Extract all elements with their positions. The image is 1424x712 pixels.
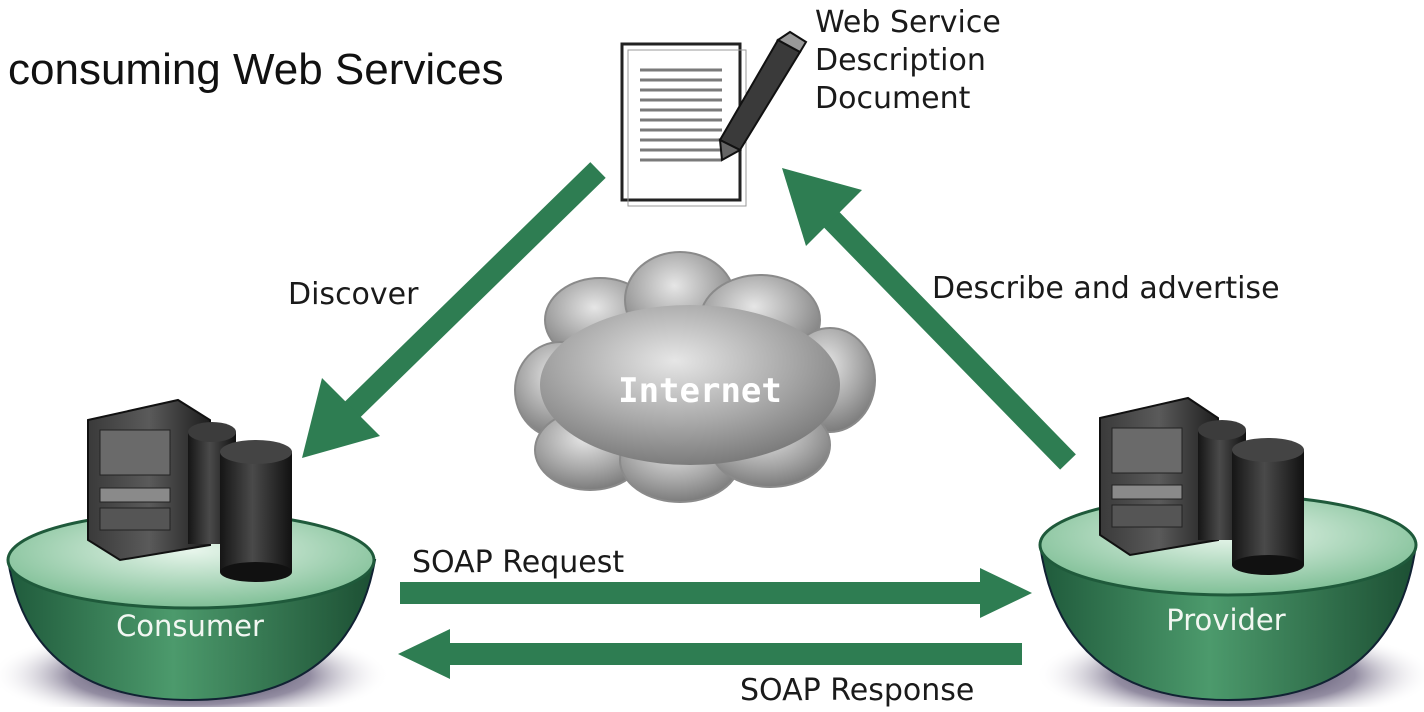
server-icon — [87, 398, 211, 562]
provider-node: Provider — [1035, 396, 1424, 712]
consumer-node: Consumer — [0, 398, 390, 712]
page-title: consuming Web Services — [8, 45, 504, 94]
doc-label-line-2: Description — [815, 43, 986, 78]
internet-cloud: Internet — [514, 251, 876, 503]
discover-label: Discover — [288, 277, 419, 312]
doc-label-line-1: Web Service — [815, 5, 1001, 40]
internet-label: Internet — [618, 371, 782, 411]
database-icon — [188, 422, 292, 582]
pen-icon — [718, 30, 808, 162]
discover-arrow — [302, 162, 606, 458]
soap-response-label: SOAP Response — [740, 673, 974, 707]
document-icon — [620, 42, 747, 207]
soap-request-label: SOAP Request — [412, 545, 624, 580]
database-icon — [1198, 420, 1304, 575]
soap-response-arrow — [398, 629, 1022, 679]
consumer-label: Consumer — [116, 609, 264, 643]
doc-label-line-3: Document — [815, 81, 971, 116]
describe-label: Describe and advertise — [932, 271, 1280, 306]
provider-label: Provider — [1166, 603, 1285, 637]
describe-arrow — [782, 168, 1076, 470]
soap-request-arrow — [400, 568, 1032, 618]
